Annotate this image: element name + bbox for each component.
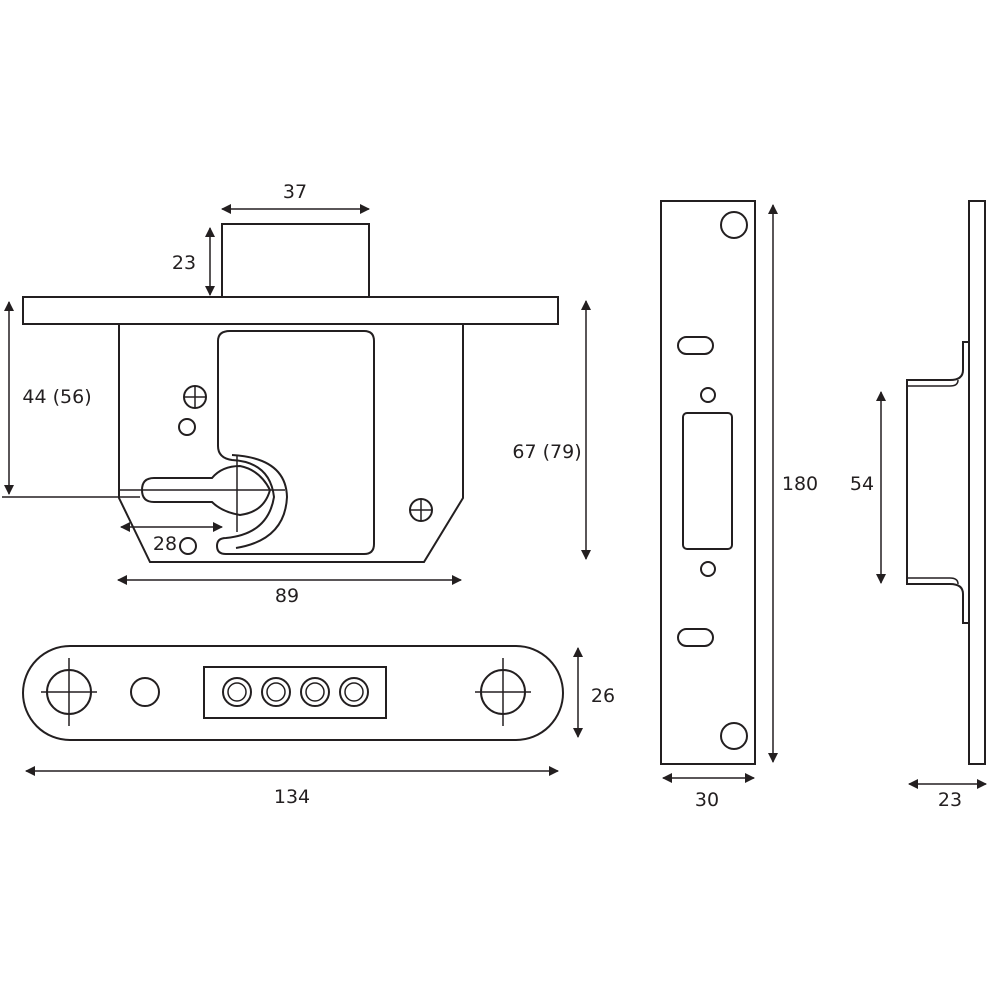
screw-hole-upper xyxy=(183,385,207,409)
dim-cover-length: 134 xyxy=(274,786,310,808)
faceplate-view: 180 30 xyxy=(660,200,818,811)
pin-hole-lower xyxy=(179,537,197,555)
faceplate-screw-bottom xyxy=(720,722,748,750)
faceplate xyxy=(660,200,756,765)
cover-screw-hole-right xyxy=(475,658,531,726)
cover-screw-hole-left xyxy=(41,658,97,726)
cylinder-window xyxy=(203,666,387,719)
dim-keeper-depth: 23 xyxy=(938,789,962,811)
faceplate-pin-lower xyxy=(700,561,716,577)
faceplate-slot-lower xyxy=(677,628,714,647)
bolt-aperture xyxy=(682,412,733,550)
dim-case-depth: 67 (79) xyxy=(512,441,581,463)
faceplate-pin-upper xyxy=(700,387,716,403)
keeper-plate xyxy=(968,200,986,765)
lock-case xyxy=(118,324,464,563)
cover-pin-hole xyxy=(130,677,160,707)
dim-cover-height: 26 xyxy=(591,685,615,707)
forend-plate xyxy=(22,296,559,325)
dim-keeper-height: 54 xyxy=(850,473,874,495)
dim-bolt-projection: 23 xyxy=(172,252,196,274)
dim-cylinder-offset: 28 xyxy=(153,533,177,555)
pin-hole-upper xyxy=(178,418,196,436)
dim-faceplate-width: 30 xyxy=(695,789,719,811)
lock-body-front-view: 37 23 44 (56) 28 89 67 (79) xyxy=(2,181,591,607)
dim-bolt-width: 37 xyxy=(283,181,307,203)
dim-backset: 44 (56) xyxy=(22,386,91,408)
cover-plate-view: 26 134 xyxy=(22,645,615,808)
dim-case-width: 89 xyxy=(275,585,299,607)
keeper-box xyxy=(906,341,969,624)
cover-plate xyxy=(22,645,564,741)
cylinder-pins xyxy=(222,677,369,707)
deadbolt xyxy=(221,223,370,298)
keeper-side-view: 54 23 xyxy=(850,200,987,811)
screw-hole-right xyxy=(409,498,433,522)
dim-faceplate-height: 180 xyxy=(782,473,818,495)
faceplate-screw-top xyxy=(720,211,748,239)
faceplate-slot-upper xyxy=(677,336,714,355)
cylinder-recess xyxy=(215,330,375,555)
